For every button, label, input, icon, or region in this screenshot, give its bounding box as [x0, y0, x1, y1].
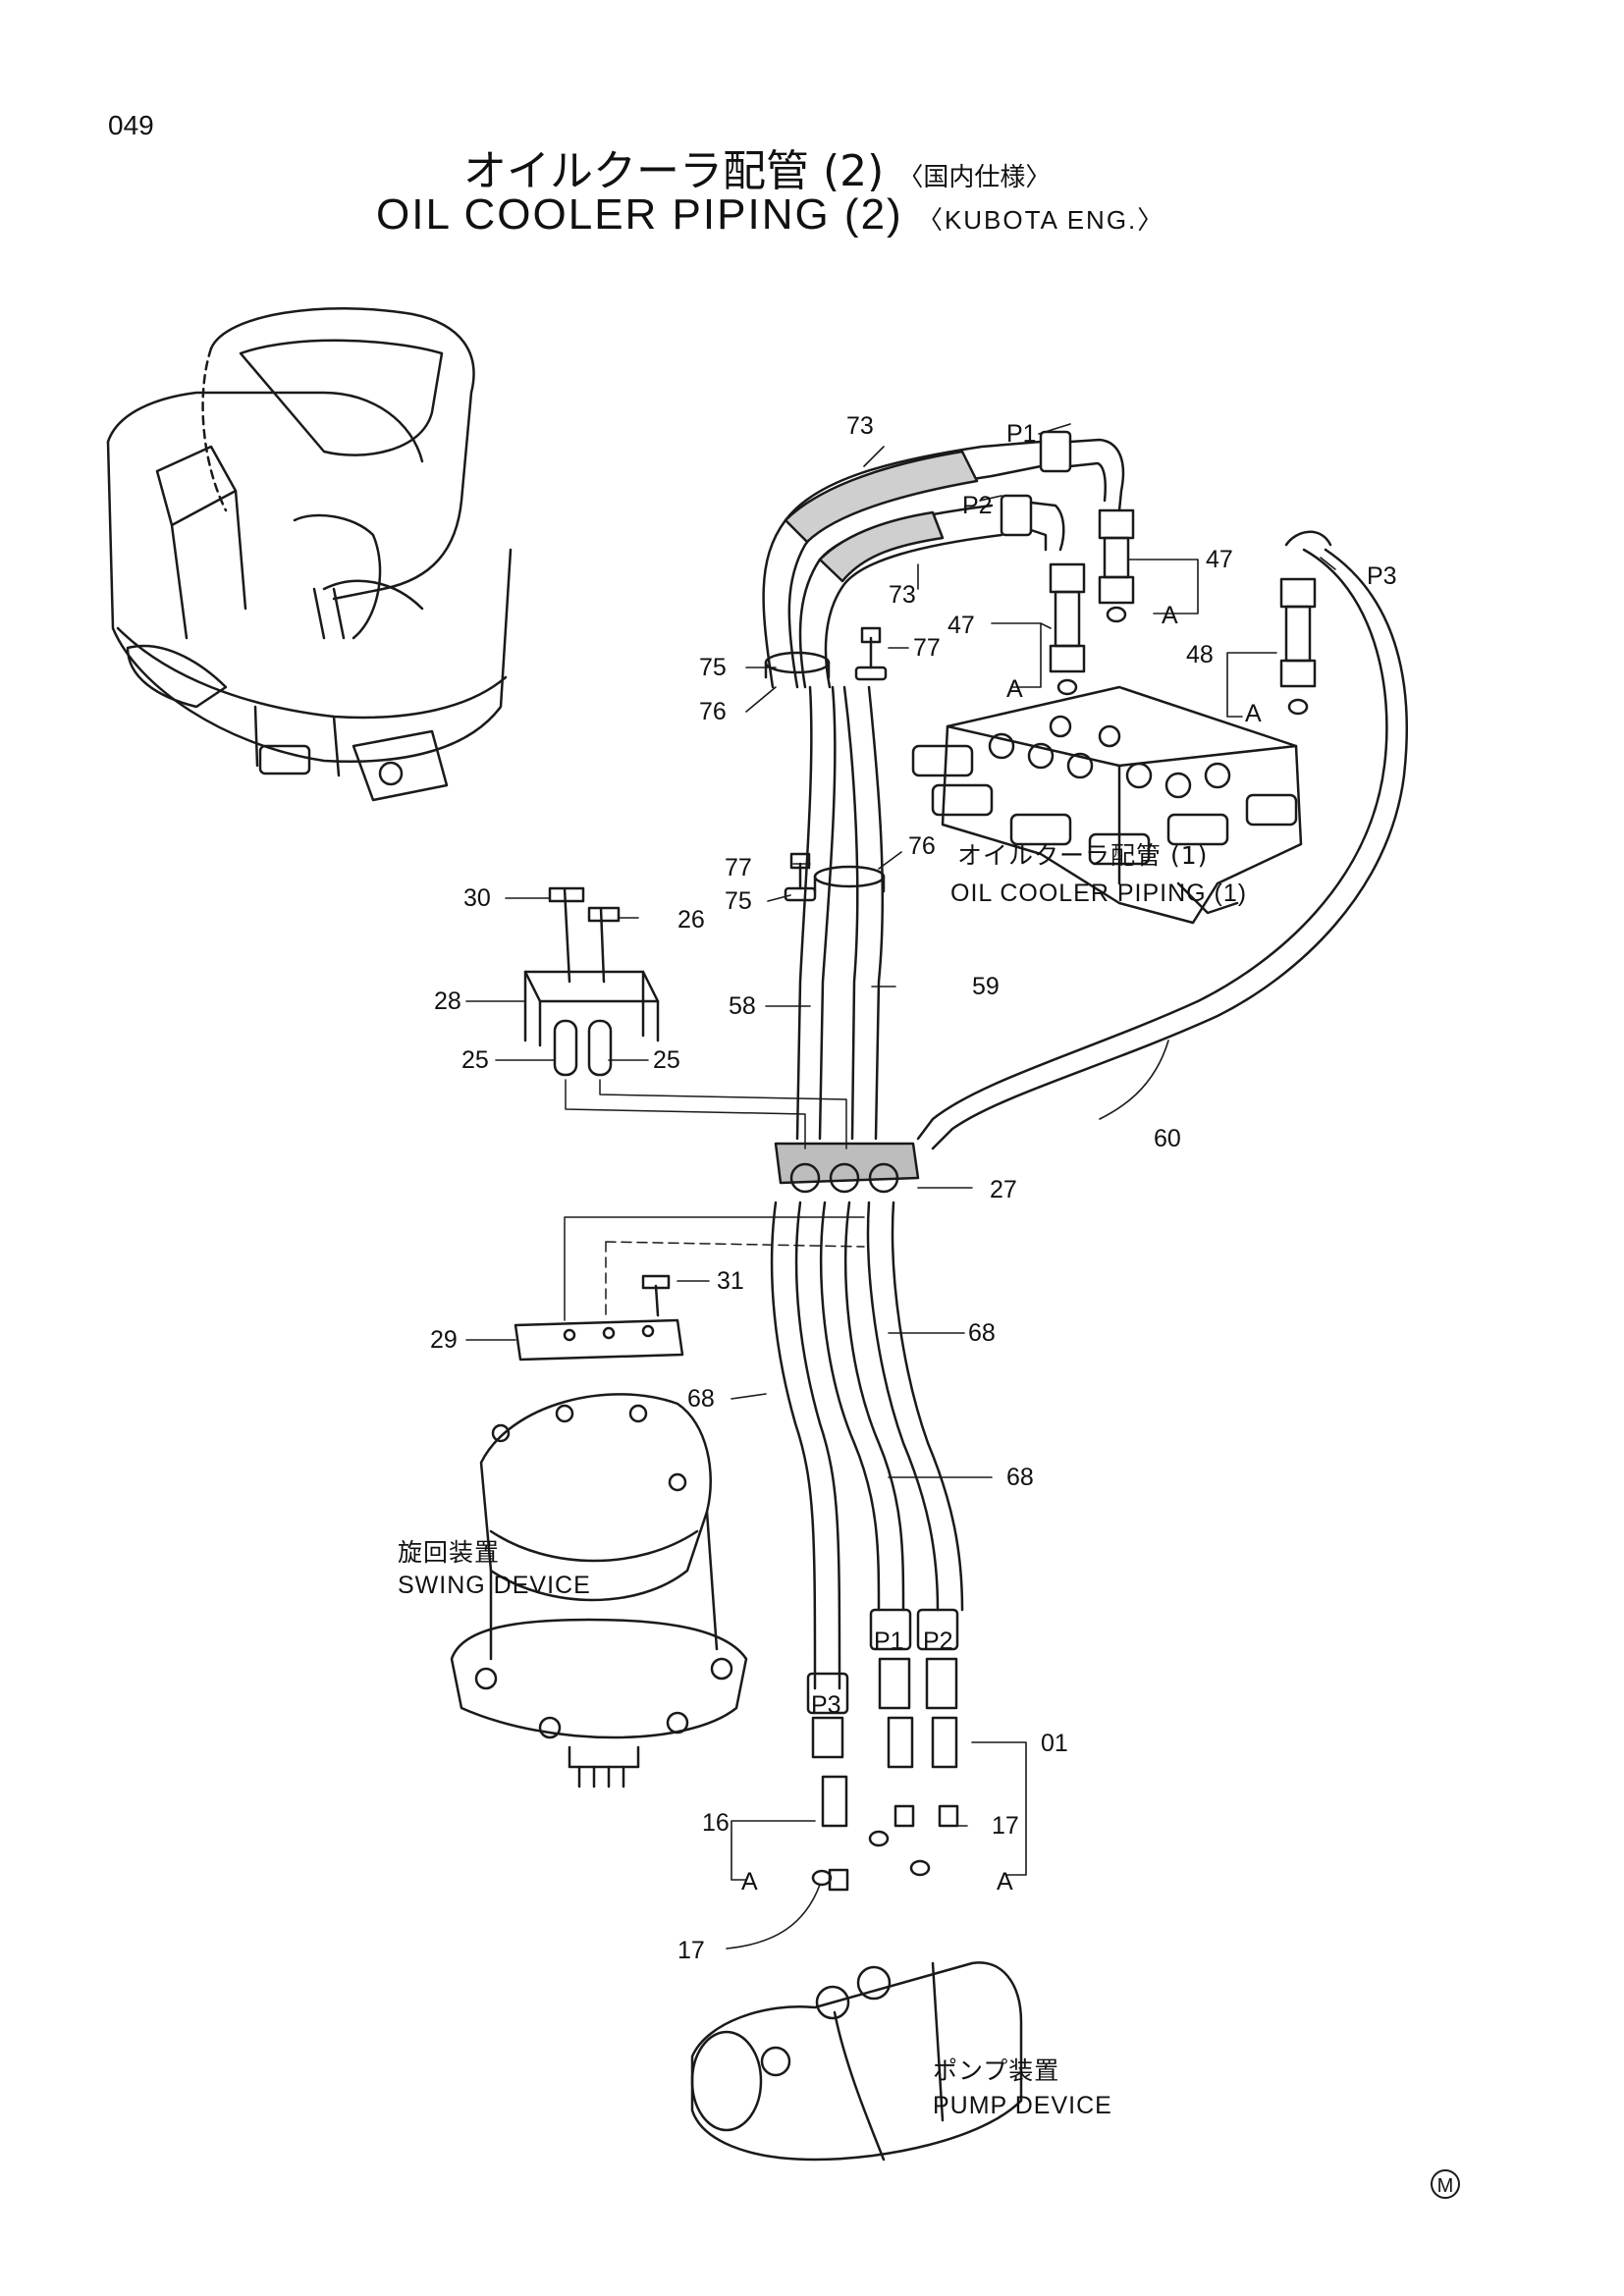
- label-73: 73: [846, 412, 874, 440]
- label-76b: 76: [908, 832, 936, 860]
- label-17a: 17: [992, 1812, 1019, 1840]
- label-59: 59: [972, 973, 1000, 1000]
- clamp-27: [774, 1142, 920, 1194]
- label-a4: A: [741, 1868, 758, 1896]
- label-47b: 47: [947, 612, 975, 639]
- title-english: OIL COOLER PIPING (2) 〈KUBOTA ENG.〉: [376, 190, 1164, 240]
- label-a3: A: [1245, 700, 1262, 727]
- title-en-note: 〈KUBOTA ENG.〉: [916, 205, 1165, 235]
- label-31: 31: [717, 1267, 744, 1295]
- label-26: 26: [677, 906, 705, 934]
- leader-lines: [465, 423, 1336, 1949]
- excavator-overview: [106, 306, 513, 802]
- label-76a: 76: [699, 698, 727, 725]
- caption-oil-cooler-ja: オイルクーラ配管 (1): [957, 841, 1208, 870]
- label-a5: A: [997, 1868, 1013, 1896]
- title-ja-note: 〈国内仕様〉: [897, 163, 1052, 192]
- label-16: 16: [702, 1809, 730, 1837]
- label-p3-top: P3: [1367, 562, 1397, 590]
- corner-mark: M: [1431, 2169, 1460, 2199]
- hose-73-assembly: [762, 430, 1409, 1150]
- label-29: 29: [430, 1326, 458, 1354]
- label-a2: A: [1006, 675, 1023, 703]
- label-77b: 77: [725, 854, 752, 881]
- label-a1: A: [1162, 602, 1178, 629]
- caption-pump-en: PUMP DEVICE: [933, 2092, 1112, 2119]
- hoses-58-59: [795, 685, 885, 1141]
- label-73b: 73: [889, 581, 916, 609]
- title-en-main: OIL COOLER PIPING (2): [376, 190, 903, 239]
- label-28: 28: [434, 988, 461, 1015]
- label-17b: 17: [677, 1937, 705, 1964]
- caption-swing-ja: 旋回装置: [398, 1538, 500, 1567]
- caption-oil-cooler-en: OIL COOLER PIPING (1): [950, 880, 1247, 907]
- control-valve: [911, 685, 1303, 925]
- label-68b: 68: [968, 1319, 996, 1347]
- plate-29-bolt-31: [514, 1216, 865, 1362]
- label-p1-bot: P1: [874, 1628, 904, 1655]
- corner-mark-letter: M: [1437, 2175, 1454, 2197]
- label-68c: 68: [1006, 1464, 1034, 1491]
- label-47a: 47: [1206, 546, 1233, 573]
- swing-device: [450, 1393, 748, 1789]
- label-60: 60: [1154, 1125, 1181, 1152]
- bracket-parts: [523, 886, 847, 1149]
- label-75b: 75: [725, 887, 752, 915]
- captions: オイルクーラ配管 (1) OIL COOLER PIPING (1) 旋回装置 …: [398, 841, 1247, 2119]
- label-25a: 25: [461, 1046, 489, 1074]
- label-p3-bot: P3: [811, 1691, 841, 1719]
- label-75a: 75: [699, 654, 727, 681]
- clamp-75-76: [764, 626, 888, 902]
- title-ja-main: オイルクーラ配管 (2): [463, 146, 885, 196]
- label-48: 48: [1186, 641, 1214, 668]
- label-01: 01: [1041, 1730, 1068, 1757]
- label-25b: 25: [653, 1046, 680, 1074]
- label-p2-bot: P2: [923, 1628, 953, 1655]
- page-number: 049: [108, 110, 154, 140]
- label-68a: 68: [687, 1385, 715, 1413]
- fittings-47-48: [1049, 508, 1317, 716]
- label-30: 30: [463, 884, 491, 912]
- pump-device: [690, 1961, 1023, 2162]
- label-58: 58: [729, 992, 756, 1020]
- caption-swing-en: SWING DEVICE: [398, 1572, 591, 1599]
- hoses-68: [770, 1201, 964, 1715]
- label-p1-top: P1: [1006, 420, 1037, 448]
- lower-fittings: [811, 1657, 959, 1892]
- label-77a: 77: [913, 634, 941, 662]
- callout-labels: 73 73 P1 P2 P3 47 A 47 A 48 A 75 76 77 7…: [430, 412, 1397, 1964]
- label-p2-top: P2: [962, 492, 993, 519]
- label-27: 27: [990, 1176, 1017, 1203]
- caption-pump-ja: ポンプ装置: [933, 2056, 1059, 2085]
- title-japanese: オイルクーラ配管 (2) 〈国内仕様〉: [463, 135, 1051, 198]
